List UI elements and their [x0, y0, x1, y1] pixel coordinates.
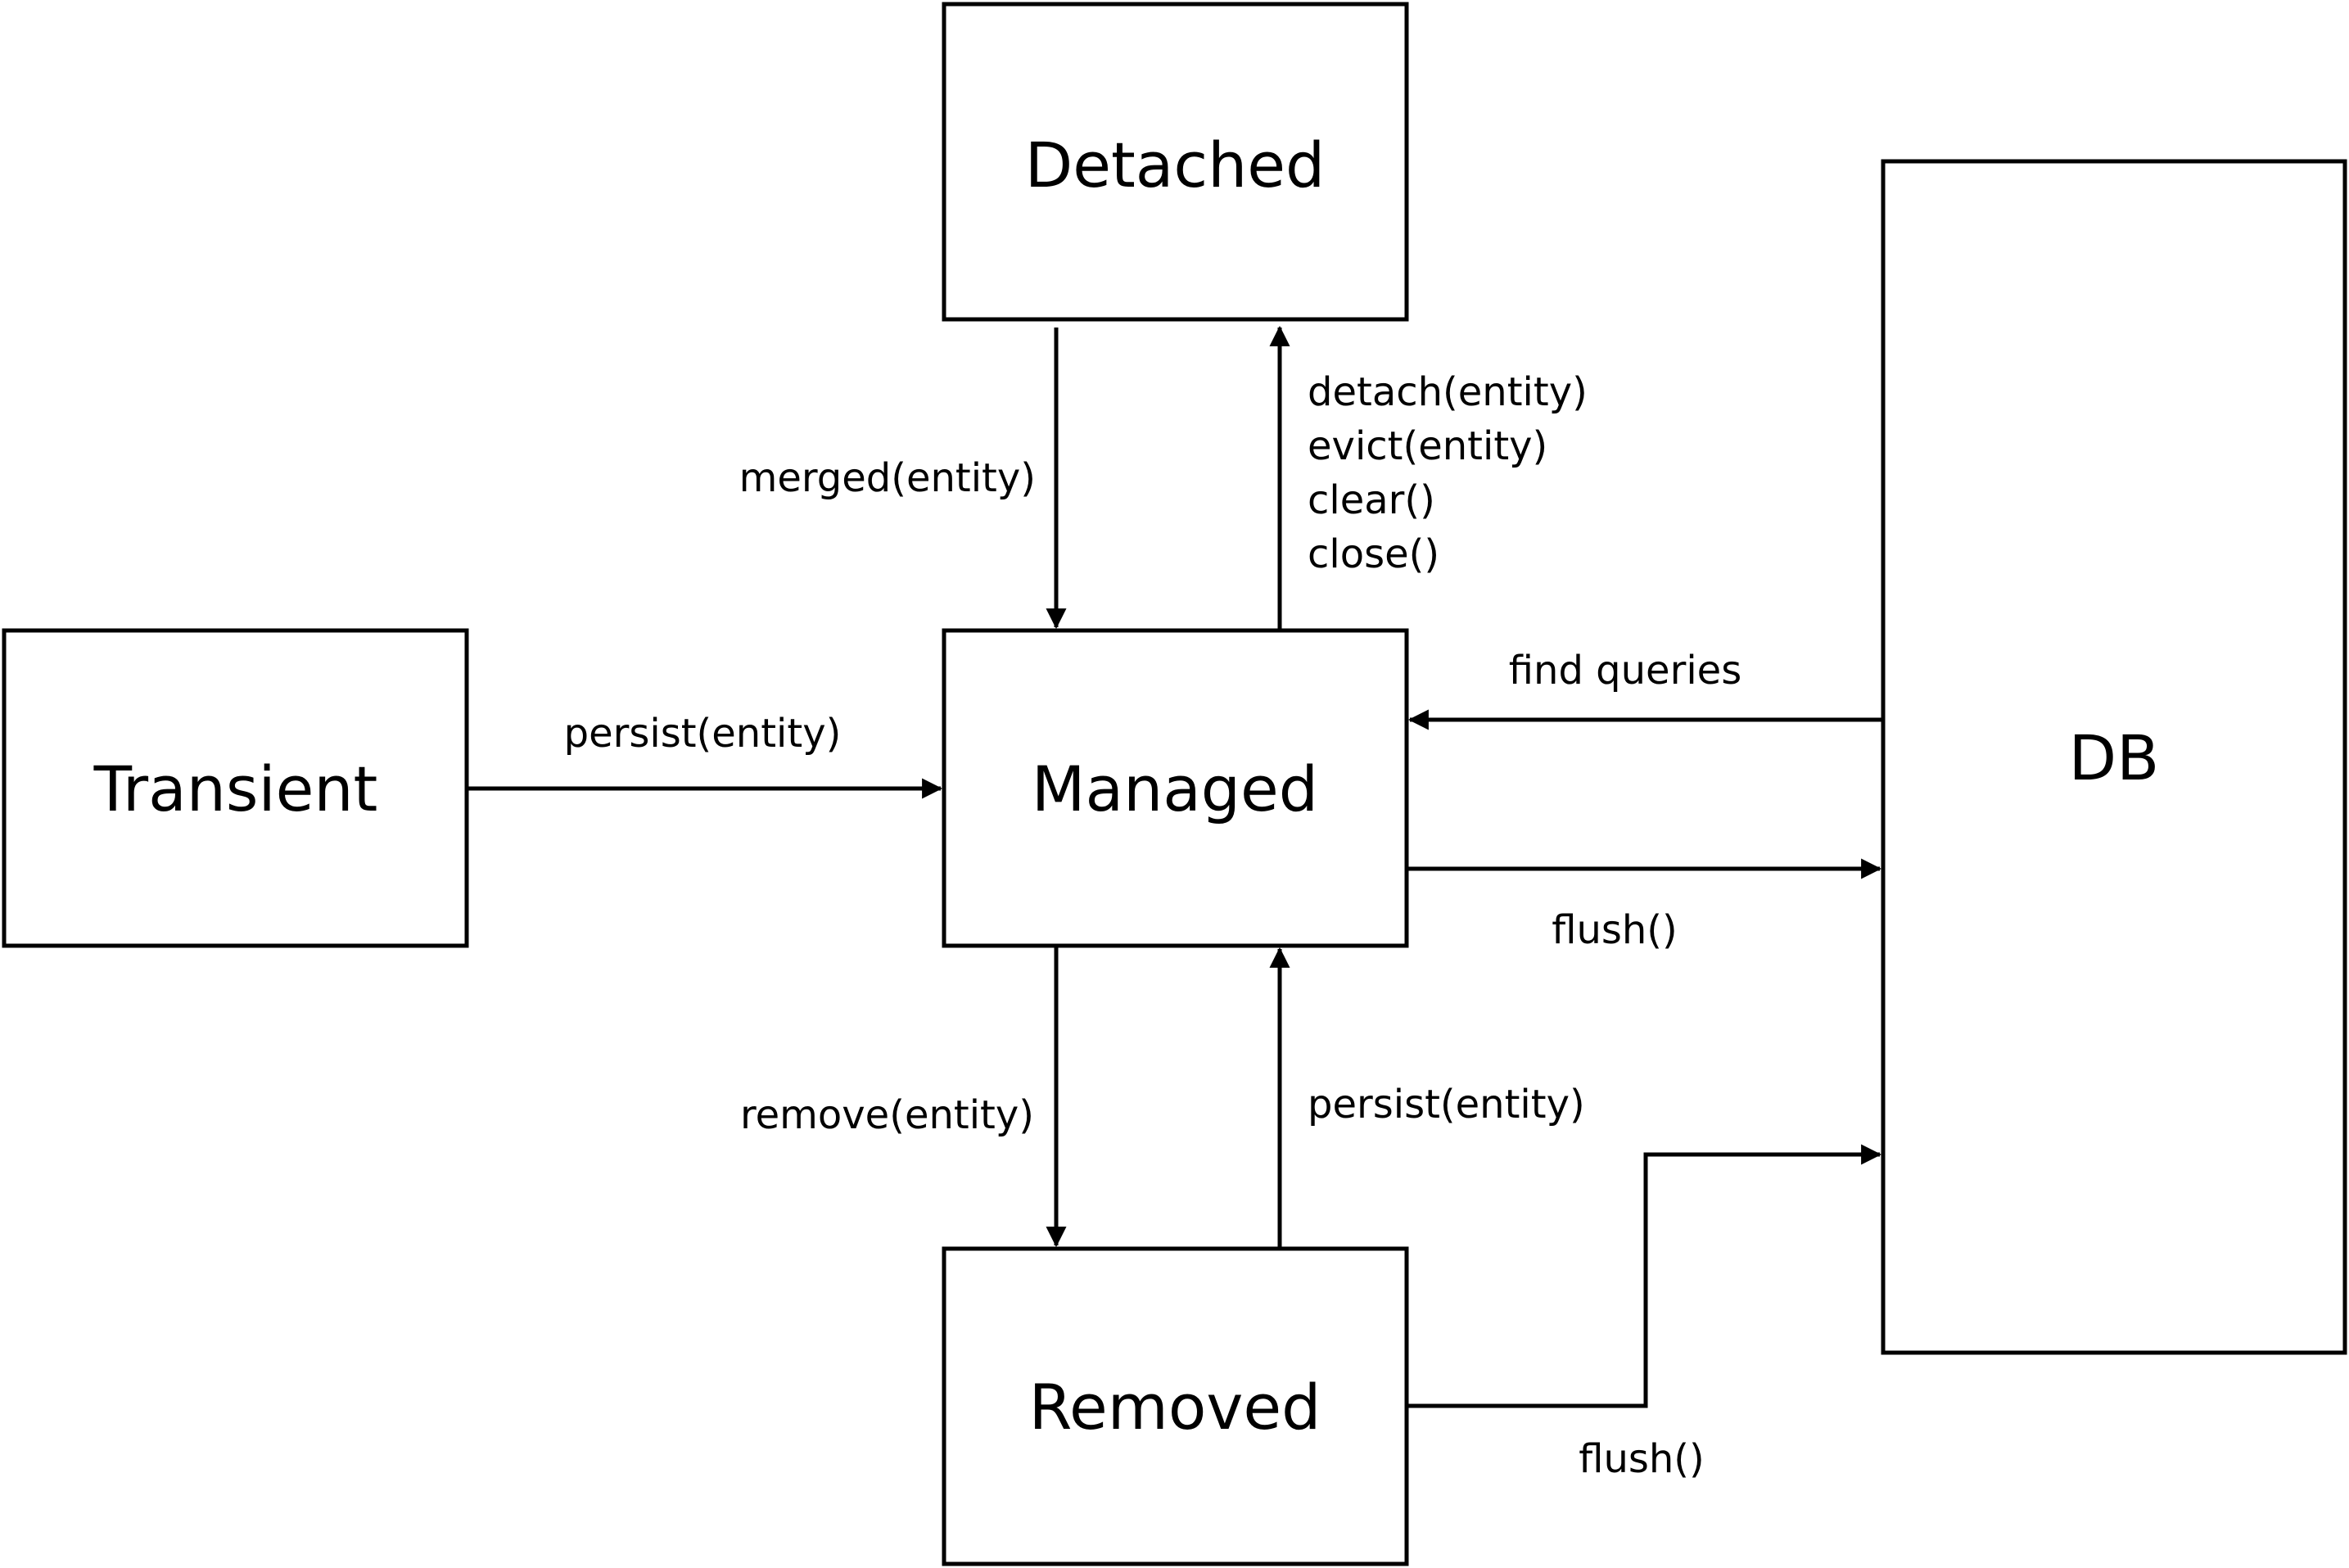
- db-box: DB: [1881, 159, 2347, 1355]
- clear-label: clear(): [1308, 477, 1435, 523]
- persist-removed-label: persist(entity): [1308, 1082, 1585, 1127]
- detach-label: detach(entity): [1308, 369, 1588, 415]
- close-label: close(): [1308, 531, 1439, 577]
- state-removed: Removed: [942, 1246, 1409, 1566]
- state-detached-label: Detached: [1025, 129, 1326, 201]
- merged-label: merged(entity): [739, 455, 1036, 501]
- state-managed-label: Managed: [1032, 752, 1318, 825]
- state-transient: Transient: [2, 628, 469, 948]
- evict-label: evict(entity): [1308, 423, 1547, 469]
- persist-transient-label: persist(entity): [564, 711, 842, 757]
- db-label: DB: [2069, 721, 2160, 794]
- state-detached: Detached: [942, 2, 1409, 322]
- state-removed-label: Removed: [1029, 1371, 1321, 1444]
- flush-removed-label: flush(): [1579, 1436, 1705, 1482]
- flush-removed-arrow: [1407, 1144, 1882, 1408]
- flush-managed-label: flush(): [1552, 907, 1678, 953]
- remove-label: remove(entity): [740, 1092, 1034, 1138]
- find-queries-label: find queries: [1509, 648, 1741, 694]
- state-transient-label: Transient: [93, 752, 378, 825]
- state-managed: Managed: [942, 628, 1409, 948]
